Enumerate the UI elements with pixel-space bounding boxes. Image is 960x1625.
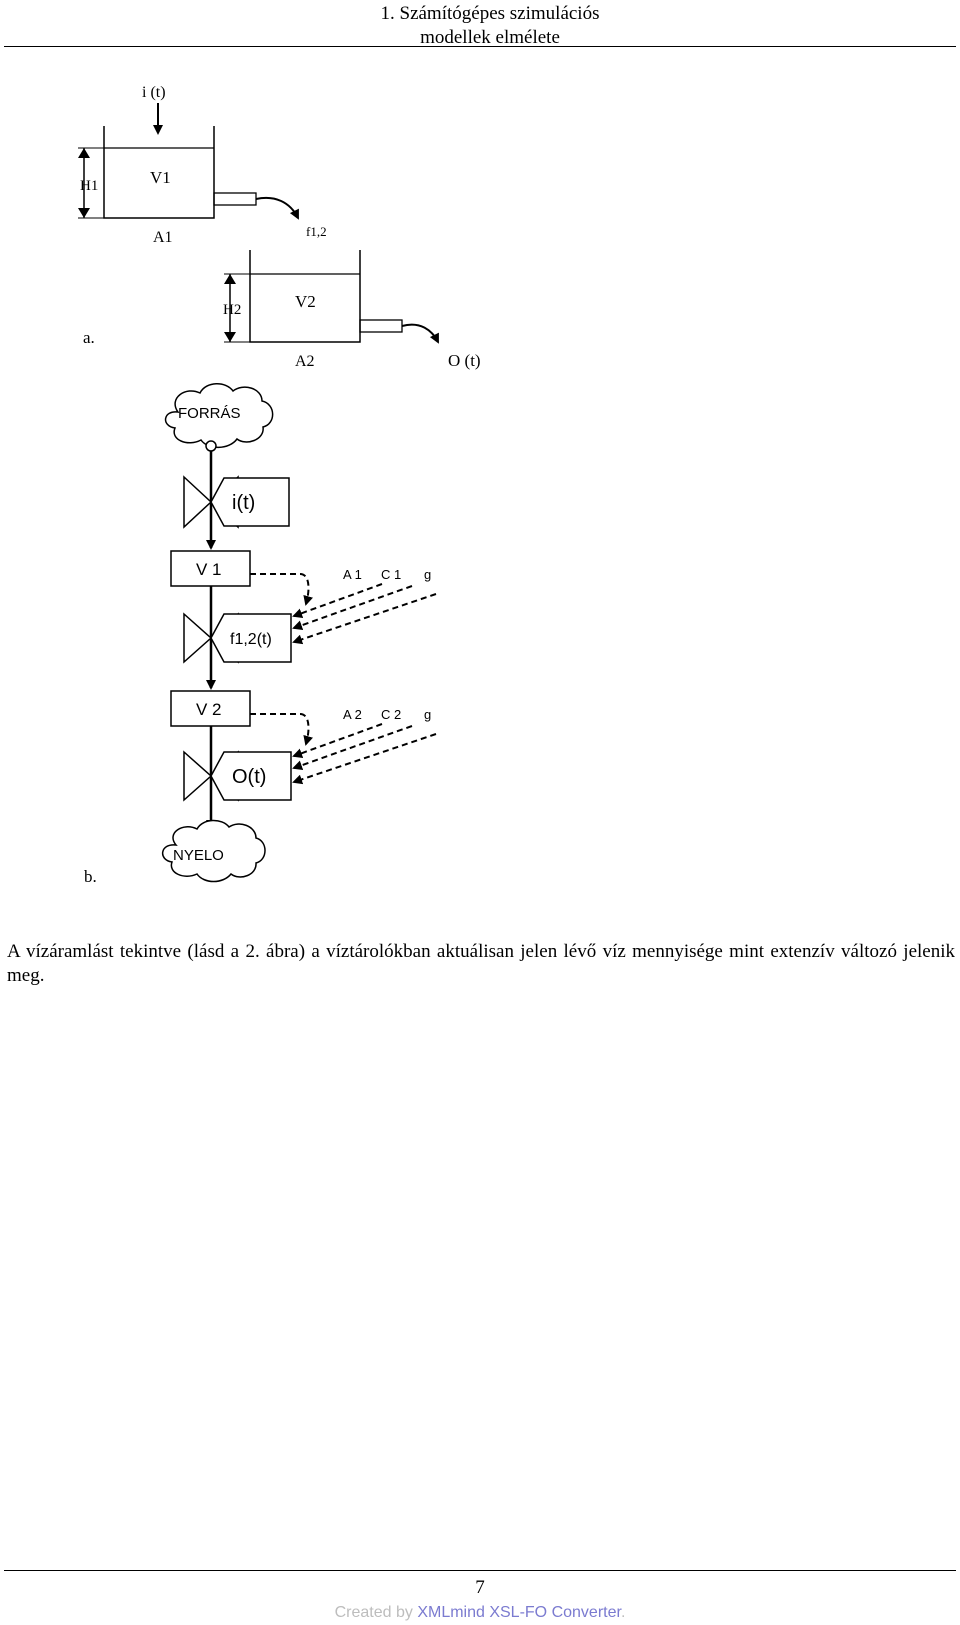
store-v1-label: V 1 [196, 560, 222, 579]
valve-flow: f1,2(t) [183, 612, 292, 664]
running-title-line2: modellek elmélete [420, 27, 560, 48]
store-v2-label: V 2 [196, 700, 222, 719]
running-title: 1. Számítógépes szimulációs modellek elm… [340, 2, 640, 50]
credit-prefix: Created by [334, 1604, 418, 1621]
output-label: O (t) [448, 351, 481, 370]
params-2: A 2 C 2 g [343, 707, 431, 722]
running-title-line1: 1. Számítógépes szimulációs [380, 3, 600, 24]
credit-suffix: . [620, 1604, 626, 1621]
figure-water-tanks: i (t) V1 H1 A1 f1,2 V2 H2 A2 O (t) a. [78, 84, 481, 886]
info-links-2 [250, 713, 437, 785]
tank2 [249, 250, 361, 343]
svg-text:C 1: C 1 [381, 567, 401, 582]
tank2-area-label: A2 [295, 353, 315, 370]
valve-input: i(t) [183, 475, 290, 529]
svg-text:A 2: A 2 [343, 707, 362, 722]
flow-network-diagram: FORRÁS i(t) V 1 f1,2(t) A [84, 383, 437, 886]
page-number: 7 [475, 1577, 485, 1598]
input-label: i (t) [142, 84, 166, 101]
body-paragraph: A vízáramlást tekintve (lásd a 2. ábra) … [7, 941, 955, 986]
footer-rule [4, 1570, 956, 1571]
source-label: FORRÁS [178, 405, 241, 422]
tank1 [103, 126, 215, 219]
info-links-1 [250, 573, 437, 645]
tank1-height-label: H1 [80, 178, 98, 194]
tank1-outflow-arrow [255, 197, 299, 220]
tank2-height-label: H2 [223, 302, 241, 318]
valve-output-label: O(t) [232, 766, 266, 788]
svg-text:g: g [424, 707, 431, 722]
page-header: 1. Számítógépes szimulációs modellek elm… [0, 0, 960, 48]
panel-label-a: a. [83, 328, 95, 347]
tank2-volume-label: V2 [295, 292, 316, 311]
tank-diagram: i (t) V1 H1 A1 f1,2 V2 H2 A2 O (t) a. [78, 84, 481, 370]
store-v1 [170, 550, 251, 587]
svg-text:C 2: C 2 [381, 707, 401, 722]
sink-label: NYELO [173, 847, 224, 864]
svg-text:A 1: A 1 [343, 567, 362, 582]
tank1-volume-label: V1 [150, 168, 171, 187]
source-cloud: FORRÁS [164, 383, 274, 452]
sink-cloud: NYELO [162, 819, 266, 883]
generator-credit: Created by XMLmind XSL-FO Converter. [0, 1603, 960, 1623]
svg-text:g: g [424, 567, 431, 582]
valve-flow-label: f1,2(t) [230, 631, 272, 648]
tank1-area-label: A1 [153, 229, 173, 246]
valve-input-label: i(t) [232, 492, 255, 514]
tank2-outflow-arrow [401, 323, 439, 344]
credit-brand-link[interactable]: XMLmind XSL-FO Converter [417, 1604, 621, 1621]
header-rule [4, 46, 956, 47]
store-v2 [170, 690, 251, 727]
params-1: A 1 C 1 g [343, 567, 431, 582]
flow-label: f1,2 [306, 224, 327, 239]
panel-label-b: b. [84, 867, 97, 886]
valve-output: O(t) [183, 750, 292, 802]
tank1-outlet-pipe [213, 192, 257, 206]
tank2-outlet-pipe [359, 319, 403, 333]
